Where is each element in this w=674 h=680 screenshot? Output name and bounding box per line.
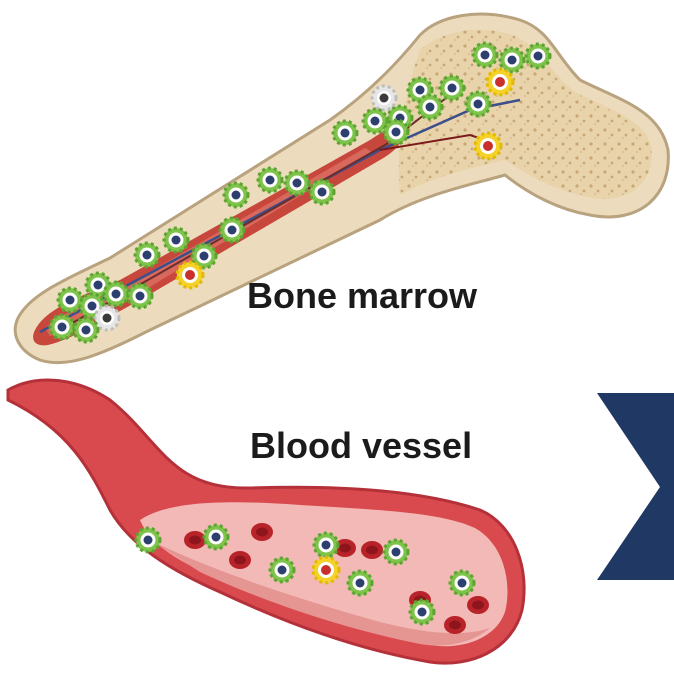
chevron-right-icon [597, 393, 674, 580]
blood-vessel-illustration [8, 380, 524, 663]
bone-marrow-label: Bone marrow [247, 275, 477, 317]
blood-vessel-label: Blood vessel [250, 425, 472, 467]
